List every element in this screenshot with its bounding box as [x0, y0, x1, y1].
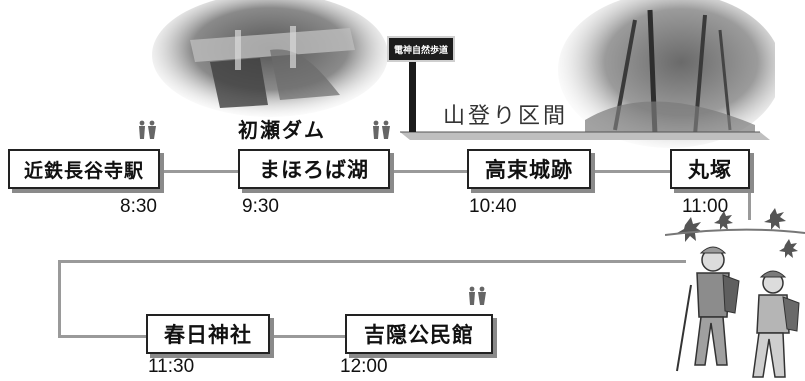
mountain-section-label: 山登り区間 — [443, 104, 569, 129]
restroom-icon — [469, 286, 486, 305]
station-label: 吉隠公民館 — [364, 322, 474, 347]
station-time: 12:00 — [340, 356, 388, 377]
station-time: 10:40 — [469, 196, 517, 217]
station-time: 8:30 — [120, 196, 157, 217]
station-yonabari-hall: 吉隠公民館 — [345, 314, 493, 354]
signpost-board: 電神自然歩道 — [387, 36, 455, 62]
mountain-section-ground — [400, 131, 770, 140]
route-line-top — [160, 170, 750, 173]
route-line-right-drop — [748, 170, 751, 220]
route-line-return — [58, 260, 686, 263]
route-line-left-drop — [58, 260, 61, 336]
station-kintetsu-hasedera: 近鉄長谷寺駅 — [8, 149, 160, 189]
station-mahoroba-lake: まほろば湖 — [238, 149, 390, 189]
signpost-pole — [409, 44, 416, 132]
station-time: 11:00 — [682, 196, 729, 217]
station-time: 11:30 — [148, 356, 195, 377]
forest-photo — [558, 0, 775, 148]
hikers-illustration — [665, 208, 805, 378]
station-kasuga-shrine: 春日神社 — [146, 314, 270, 354]
dam-label: 初瀬ダム — [238, 118, 326, 142]
restroom-icon — [139, 120, 156, 139]
dam-photo — [152, 0, 388, 117]
station-label: 丸塚 — [688, 157, 732, 182]
station-label: 高束城跡 — [485, 157, 573, 182]
restroom-icon — [373, 120, 390, 139]
station-time: 9:30 — [242, 196, 279, 217]
station-takatsuka-castle: 高束城跡 — [467, 149, 591, 189]
station-label: まほろば湖 — [259, 157, 369, 182]
station-label: 春日神社 — [164, 322, 252, 347]
station-label: 近鉄長谷寺駅 — [23, 159, 144, 182]
station-maruzuka: 丸塚 — [670, 149, 750, 189]
signpost-text: 電神自然歩道 — [393, 45, 448, 56]
